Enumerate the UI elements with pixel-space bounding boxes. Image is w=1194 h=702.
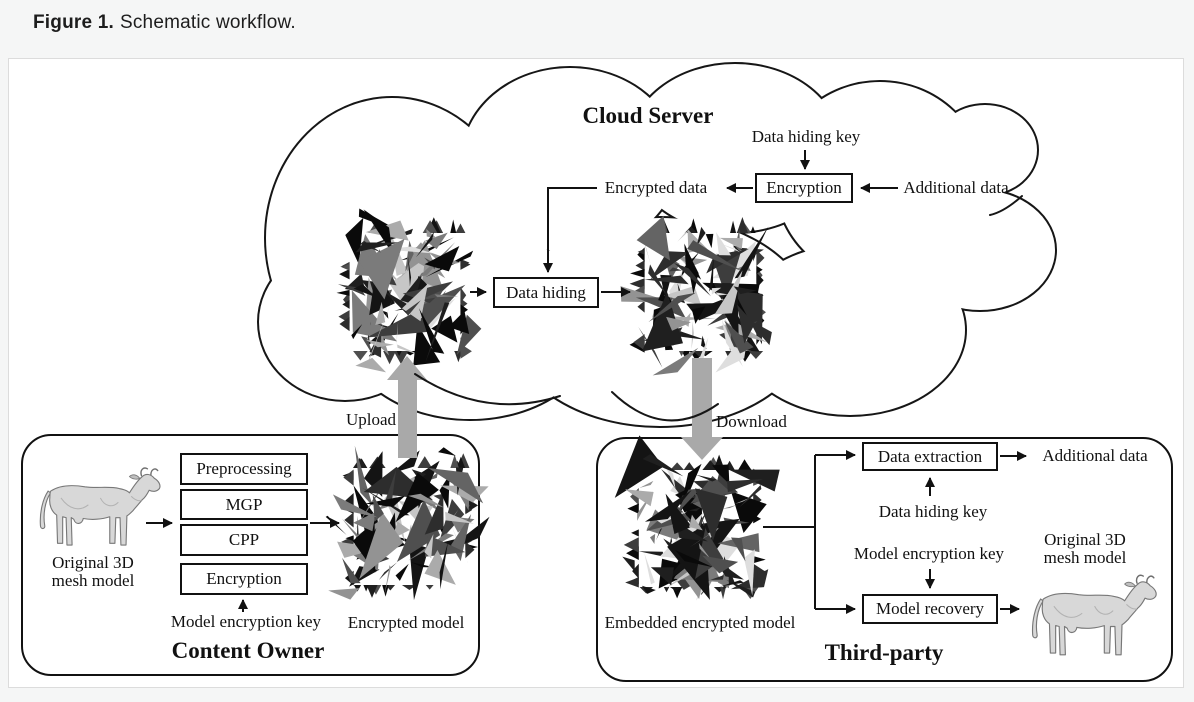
model-recovery-box: Model recovery	[862, 594, 998, 624]
figure-caption: Figure 1.Schematic workflow.	[33, 12, 296, 34]
scrambled-mesh-icon	[336, 208, 482, 373]
data-hiding-box-label: Data hiding	[506, 282, 586, 302]
encrypted-model-image	[325, 445, 490, 601]
scrambled-mesh-icon	[620, 215, 772, 376]
original-3d-line1: Original 3D	[52, 553, 134, 572]
caption-text: Schematic workflow.	[119, 12, 296, 33]
encrypted-model-label: Encrypted model	[347, 613, 465, 632]
upload-label: Upload	[345, 410, 396, 429]
encryption-label: Encryption	[206, 569, 282, 588]
mesh-model-line2: mesh model	[1043, 548, 1127, 567]
data-hiding-key-label-right: Data hiding key	[878, 502, 988, 521]
data-extraction-label: Data extraction	[877, 446, 983, 466]
figure-number: Figure 1.	[33, 12, 114, 33]
original-3d-line1: Original 3D	[1044, 530, 1126, 549]
encrypted-model-image-cloud-left	[336, 208, 482, 373]
additional-data-label-right: Additional data	[1042, 446, 1148, 465]
cloud-server-title: Cloud Server	[582, 103, 714, 128]
model-recovery-label: Model recovery	[875, 599, 985, 618]
embedded-encrypted-model-image	[614, 435, 780, 601]
scrambled-mesh-icon	[614, 435, 780, 601]
cow-icon	[1016, 569, 1159, 661]
original-mesh-cow-image-left	[25, 460, 162, 553]
mesh-model-line2: mesh model	[51, 571, 135, 590]
cow-icon	[25, 460, 162, 553]
scrambled-mesh-icon	[325, 445, 490, 601]
process-box-encryption: Encryption	[180, 563, 308, 595]
process-box-cpp: CPP	[180, 524, 308, 556]
model-encryption-key-label-right: Model encryption key	[853, 544, 1005, 563]
content-owner-group	[21, 434, 480, 676]
data-hiding-key-label-cloud: Data hiding key	[751, 127, 861, 146]
original-3d-mesh-label-right: Original 3D mesh model	[1029, 531, 1141, 567]
cpp-label: CPP	[228, 530, 260, 549]
original-mesh-cow-image-right	[1016, 569, 1159, 661]
process-box-preprocessing: Preprocessing	[180, 453, 308, 485]
encrypted-data-label: Encrypted data	[604, 178, 708, 197]
data-hiding-box: Data hiding	[493, 277, 599, 308]
model-encryption-key-label-left: Model encryption key	[170, 612, 322, 631]
encryption-box-cloud-label: Encryption	[766, 178, 842, 197]
original-3d-mesh-label-left: Original 3D mesh model	[37, 554, 149, 590]
embedded-encrypted-model-label: Embedded encrypted model	[604, 613, 796, 632]
embedded-model-image-cloud-right	[620, 215, 772, 376]
third-party-title: Third-party	[824, 640, 944, 665]
mgp-label: MGP	[225, 494, 263, 514]
content-owner-title: Content Owner	[171, 638, 325, 663]
preprocessing-label: Preprocessing	[196, 459, 292, 478]
additional-data-label-cloud: Additional data	[903, 178, 1009, 197]
download-label: Download	[716, 412, 787, 431]
encryption-box-cloud: Encryption	[755, 173, 853, 203]
process-box-mgp: MGP	[180, 489, 308, 520]
third-party-group	[596, 437, 1173, 682]
data-extraction-box: Data extraction	[862, 442, 998, 471]
